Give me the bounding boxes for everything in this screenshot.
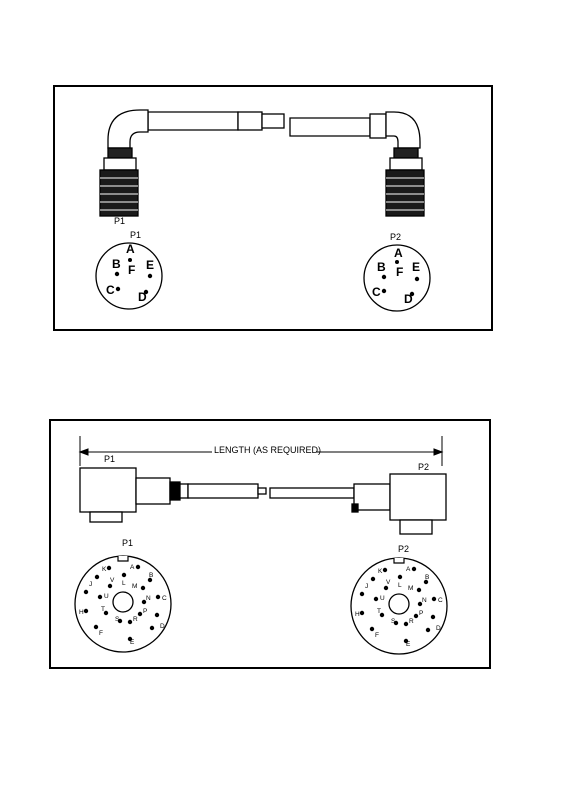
pin-label: F — [99, 630, 103, 637]
pin-label: B — [112, 257, 121, 271]
p1-face-label: P1 — [130, 230, 141, 240]
pin-label: P — [419, 610, 423, 617]
panel-2: LENGTH (AS REQUIRED) P1 P2 P1 P2 — [49, 419, 491, 669]
pin-label: D — [160, 623, 165, 630]
p2-connector-drawing — [289, 111, 425, 217]
pin-label: A — [406, 566, 411, 573]
pin-label: D — [436, 625, 441, 632]
pin-label: D — [138, 290, 147, 304]
p1-cable-label: P1 — [104, 454, 115, 464]
pin-label: F — [375, 632, 379, 639]
pin-label: R — [133, 616, 138, 623]
p1-pin-face: A F B E C D — [95, 242, 163, 310]
p1-cable-drawing — [79, 467, 267, 523]
pin-label: V — [386, 579, 391, 586]
p2-pin-face: A F B E C D — [363, 244, 431, 312]
pin-label: L — [122, 580, 126, 587]
panel-2-frame — [49, 419, 491, 669]
p2-cable-label: P2 — [418, 462, 429, 472]
pin-label: F — [396, 265, 403, 279]
pin-label: V — [110, 577, 115, 584]
panel-1: P1 P1 P2 A F B E C D A F B E — [53, 85, 493, 331]
pin-label: S — [115, 616, 120, 623]
pin-label: D — [404, 292, 413, 306]
pin-label: J — [89, 581, 92, 588]
pin-label: S — [391, 618, 396, 625]
pin-label: U — [104, 593, 109, 600]
pin-label: L — [398, 582, 402, 589]
p1-18pin-face: K A B J V L M C U N T P D H S R F E — [74, 555, 172, 653]
p2-face-label: P2 — [390, 232, 401, 242]
pin-label: B — [425, 574, 429, 581]
pin-label: C — [106, 283, 115, 297]
pin-label: C — [438, 597, 443, 604]
pin-label: K — [102, 566, 107, 573]
pin-label: H — [79, 609, 84, 616]
pin-label: B — [377, 260, 386, 274]
p1-connector-label: P1 — [114, 216, 125, 226]
pin-label: C — [372, 285, 381, 299]
p1-connector-drawing — [99, 109, 285, 217]
p2-cable-drawing — [269, 473, 447, 535]
pin-label: H — [355, 611, 360, 618]
panel-1-frame — [53, 85, 493, 331]
pin-label: N — [146, 595, 151, 602]
pin-label: A — [126, 242, 135, 256]
pin-label: J — [365, 583, 368, 590]
pin-label: N — [422, 597, 427, 604]
pin-label: U — [380, 595, 385, 602]
pin-label: P — [143, 608, 147, 615]
pin-label: E — [406, 641, 411, 648]
pin-label: M — [408, 585, 413, 592]
pin-label: F — [128, 263, 135, 277]
pin-label: B — [149, 572, 153, 579]
pin-label: M — [132, 583, 137, 590]
p2-18pin-face: K A B J V L M C U N T P D H S R F E — [350, 557, 448, 655]
pin-label: C — [162, 595, 167, 602]
pin-label: E — [130, 639, 135, 646]
length-label: LENGTH (AS REQUIRED) — [214, 445, 321, 455]
p1-face-label-2: P1 — [122, 538, 133, 548]
pin-label: A — [130, 564, 135, 571]
pin-label: E — [412, 260, 420, 274]
pin-label: R — [409, 618, 414, 625]
pin-label: T — [101, 606, 105, 613]
p2-face-label-2: P2 — [398, 544, 409, 554]
pin-label: A — [394, 246, 403, 260]
pin-label: E — [146, 258, 154, 272]
pin-label: T — [377, 608, 381, 615]
pin-label: K — [378, 568, 383, 575]
